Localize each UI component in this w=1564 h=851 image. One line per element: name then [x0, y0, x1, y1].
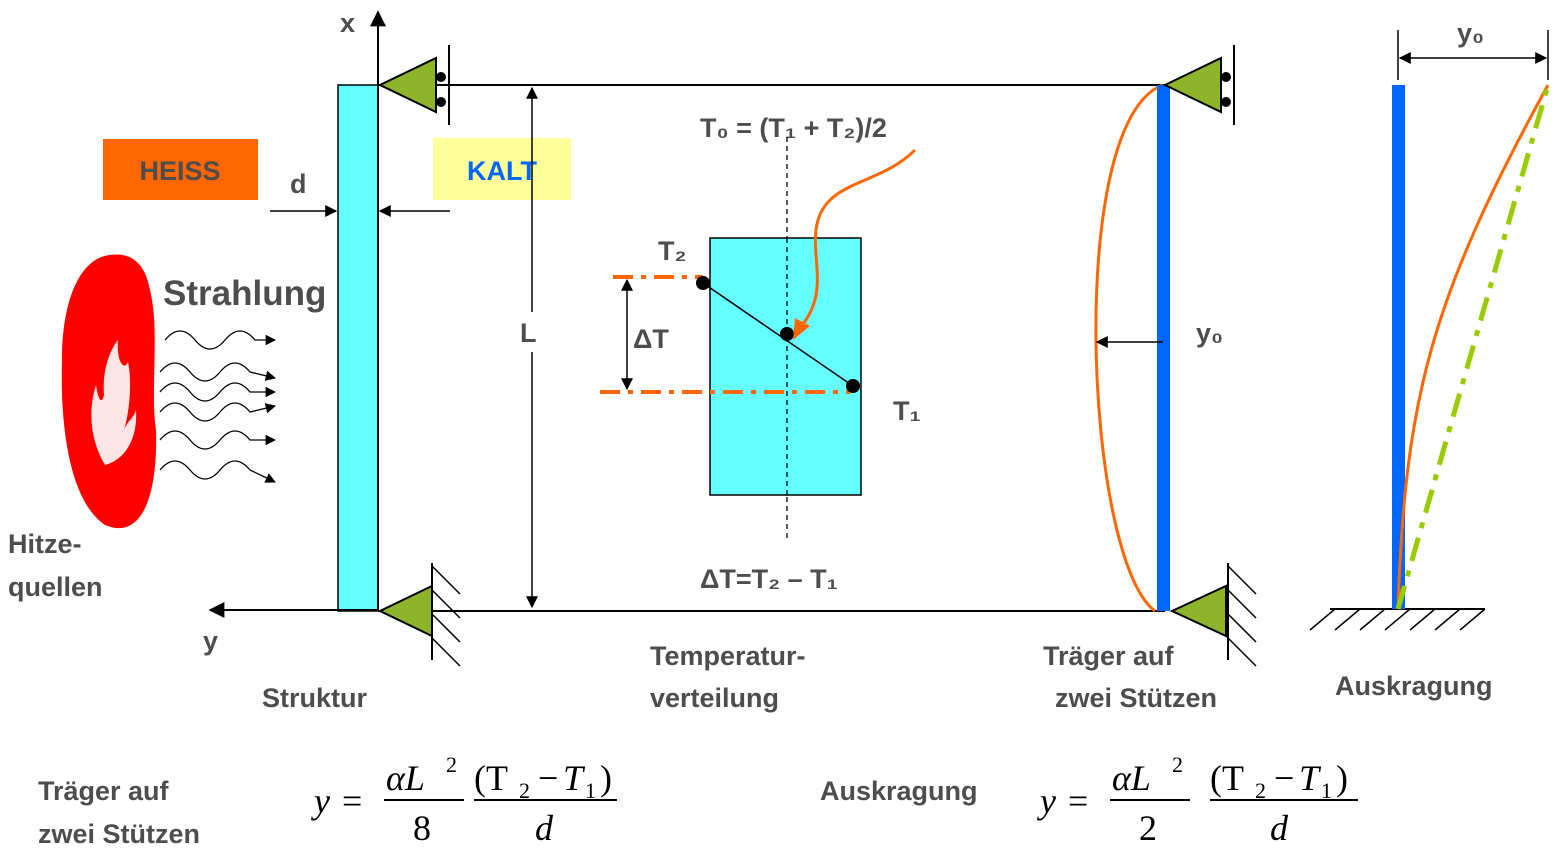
svg-text:2: 2 — [519, 778, 530, 803]
svg-text:(T: (T — [1210, 758, 1244, 798]
svg-text:=: = — [1068, 781, 1088, 821]
svg-text:(T: (T — [474, 758, 508, 798]
length-label: L — [520, 318, 537, 348]
beam-formula: y = αL 2 8 (T 2 − T 1 ) d — [311, 752, 617, 848]
beam-bar — [1157, 85, 1170, 611]
fixed-support-bottom-left — [377, 563, 461, 667]
heat-source — [61, 254, 157, 529]
temp-dist-label-2: verteilung — [650, 683, 779, 713]
cold-box — [433, 138, 571, 200]
t1-label: T₁ — [893, 396, 921, 426]
t0-point — [780, 327, 794, 341]
svg-text:−: − — [538, 758, 558, 798]
svg-text:=: = — [342, 781, 362, 821]
fixed-support-bottom-right — [1169, 563, 1257, 667]
svg-text:αL: αL — [386, 758, 425, 798]
radiation-label: Strahlung — [163, 274, 326, 313]
flame-icon — [91, 340, 137, 465]
t2-label: T₂ — [658, 236, 687, 266]
t0-pointer-head — [793, 318, 810, 340]
beam-deflection-curve — [1094, 83, 1164, 613]
svg-text:d: d — [1270, 808, 1289, 848]
cantilever-formula: y = αL 2 2 (T 2 − T 1 ) d — [1037, 752, 1358, 848]
thickness-label: d — [290, 169, 307, 199]
roller-support-top-right — [1162, 45, 1235, 125]
heat-source-label-1: Hitze- — [8, 529, 82, 559]
hot-label: HEISS — [139, 156, 220, 186]
hot-box — [103, 139, 258, 200]
svg-text:): ) — [600, 758, 612, 798]
structure-label: Struktur — [262, 683, 368, 713]
y-axis-label: y — [203, 626, 218, 656]
x-axis-label: x — [340, 8, 355, 38]
cantilever-ground — [1309, 608, 1486, 631]
heat-source-label-2: quellen — [8, 572, 103, 602]
cross-section-box — [709, 237, 862, 496]
beam-label-1: Träger auf — [1043, 641, 1175, 671]
t2-point — [696, 276, 710, 290]
roller-support-top-left — [377, 45, 450, 125]
structure-column — [337, 84, 379, 612]
svg-text:αL: αL — [1112, 758, 1151, 798]
cantilever-label: Auskragung — [1335, 671, 1493, 701]
t0-formula-label: T₀ = (T₁ + T₂)/2 — [700, 113, 887, 143]
temp-dist-label-1: Temperatur- — [650, 641, 806, 671]
svg-text:): ) — [1336, 758, 1348, 798]
svg-text:2: 2 — [1139, 808, 1157, 848]
svg-text:2: 2 — [1255, 778, 1266, 803]
svg-text:2: 2 — [446, 752, 457, 777]
cantilever-deflection-curve — [1396, 84, 1550, 610]
svg-text:8: 8 — [413, 808, 431, 848]
svg-text:2: 2 — [1172, 752, 1183, 777]
svg-text:y: y — [1037, 781, 1056, 821]
temperature-gradient-line — [702, 282, 854, 387]
formula-cantilever-label: Auskragung — [820, 776, 978, 806]
beam-label-2: zwei Stützen — [1055, 683, 1217, 713]
svg-text:1: 1 — [1321, 778, 1332, 803]
svg-text:T: T — [563, 758, 586, 798]
svg-text:y: y — [311, 781, 330, 821]
beam-y0-label: y₀ — [1196, 318, 1223, 348]
delta-t-label: ΔT — [633, 324, 669, 354]
svg-text:1: 1 — [585, 778, 596, 803]
cantilever-y0-label: y₀ — [1457, 18, 1484, 48]
t1-point — [846, 379, 860, 393]
radiation-waves — [159, 330, 277, 483]
svg-text:T: T — [1299, 758, 1322, 798]
cold-label: KALT — [467, 156, 537, 186]
delta-t-formula-label: ΔT=T₂ – T₁ — [700, 564, 838, 594]
formula-beam-label-2: zwei Stützen — [38, 819, 200, 849]
formula-beam-label-1: Träger auf — [38, 776, 170, 806]
cantilever-bar — [1392, 85, 1405, 609]
svg-text:−: − — [1274, 758, 1294, 798]
svg-text:d: d — [535, 808, 554, 848]
t0-pointer-arrow — [798, 148, 917, 329]
cantilever-chord-line — [1395, 84, 1551, 610]
